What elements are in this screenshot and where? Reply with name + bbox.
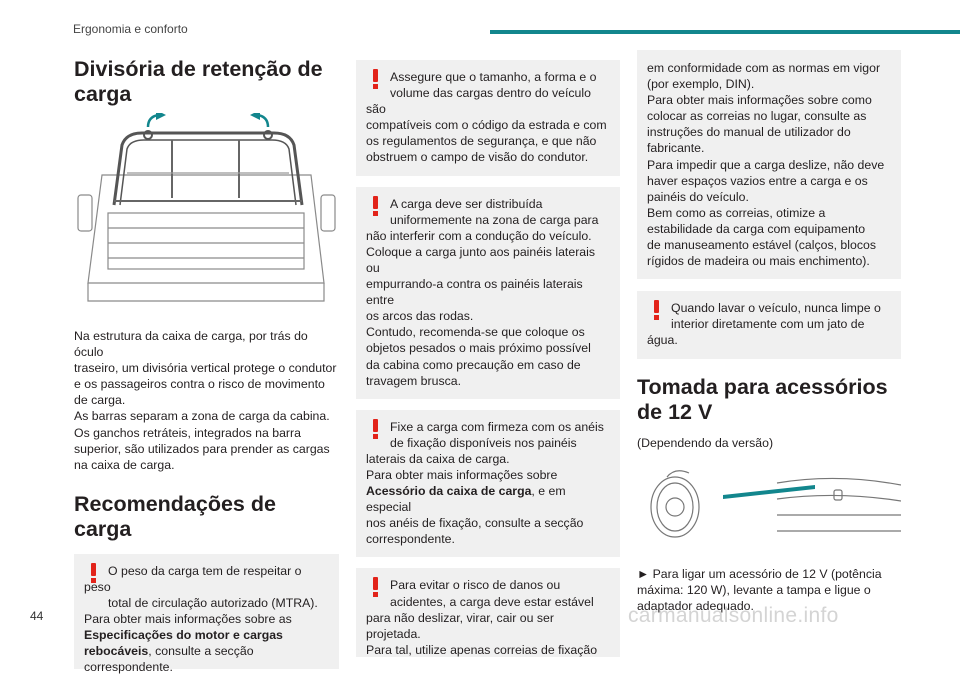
text-line: Quando lavar o veículo, nunca limpe o <box>671 301 881 316</box>
text-line: e os passageiros contra o risco de movim… <box>74 377 325 392</box>
text-line: nos anéis de fixação, consulte a secção <box>366 516 584 531</box>
text-line: traseiro, um divisória vertical protege … <box>74 361 337 376</box>
text-line: Para evitar o risco de danos ou <box>390 578 561 593</box>
warning-box: Quando lavar o veículo, nunca limpe o in… <box>637 291 901 359</box>
column-3: em conformidade com as normas em vigor (… <box>637 50 902 614</box>
partition-title: Divisória de retenção de carga <box>74 57 323 106</box>
warning-continuation-box: em conformidade com as normas em vigor (… <box>637 50 901 280</box>
text-line: painéis do veículo. <box>647 189 749 204</box>
text-line: de carga. <box>74 393 126 408</box>
column-2: Assegure que o tamanho, a forma e o volu… <box>356 50 620 658</box>
text-line: Assegure que o tamanho, a forma e o <box>390 70 597 84</box>
text-line: volume das cargas dentro do veículo são <box>366 86 591 117</box>
text-line: haver espaços vazios entre a carga e os <box>647 173 868 188</box>
warning-box: Fixe a carga com firmeza com os anéis de… <box>356 409 620 558</box>
text-line: total de circulação autorizado (MTRA). <box>108 596 318 611</box>
recommendations-title: Recomendações de carga <box>74 491 276 541</box>
text-line: os regulamentos de segurança, e que não <box>366 134 597 149</box>
text-line: obstruem o campo de visão do condutor. <box>366 150 589 165</box>
bold-ref: Especificações do motor e cargas <box>84 628 283 643</box>
text-line: As barras separam a zona de carga da cab… <box>74 409 330 424</box>
text-line: Bem como as correias, otimize a <box>647 205 826 220</box>
text-line: A carga deve ser distribuída <box>390 196 543 211</box>
text-line: da cabina como precaução em caso de <box>366 357 581 372</box>
text-tail: , e em especial <box>366 484 566 515</box>
text-line: correspondente. <box>84 660 173 675</box>
text-line: interior diretamente com um jato de <box>671 317 865 332</box>
text-line: empurrando-a contra os painéis laterais … <box>366 277 583 308</box>
warning-box: A carga deve ser distribuída uniformemen… <box>356 186 620 399</box>
warning-icon <box>373 69 379 89</box>
text-line: acidentes, a carga deve estar estável <box>390 594 594 609</box>
warning-box: O peso da carga tem de respeitar o peso … <box>74 553 339 674</box>
text-line: Na estrutura da caixa de carga, por trás… <box>74 329 308 360</box>
socket-title: Tomada para acessórios de 12 V <box>637 374 888 424</box>
text-line: Contudo, recomenda-se que coloque os <box>366 325 585 340</box>
text-line: não interferir com a condução do veículo… <box>366 228 592 243</box>
version-note: (Dependendo da versão) <box>637 435 774 450</box>
header-accent-bar <box>490 30 960 34</box>
text-line: compatíveis com o código da estrada e co… <box>366 118 607 133</box>
text-line: para não deslizar, virar, cair ou ser pr… <box>366 610 554 641</box>
text-line: Coloque a carga junto aos painéis latera… <box>366 244 596 275</box>
text-line: fabricante. <box>647 141 705 156</box>
column-1: Divisória de retenção de carga <box>74 50 339 674</box>
text-line: ► Para ligar um acessório de 12 V (potên… <box>637 566 882 581</box>
bold-ref: rebocáveis <box>84 644 149 659</box>
text-line: uniformemente na zona de carga para <box>390 212 599 227</box>
text-line: correspondente. <box>366 532 455 547</box>
text-line: colocar as correias no lugar, consulte a… <box>647 109 867 124</box>
bold-ref: Acessório da caixa de carga <box>366 484 532 499</box>
socket-instruction: ► Para ligar um acessório de 12 V (potên… <box>637 566 901 614</box>
text-line: Para tal, utilize apenas correias de fix… <box>366 642 598 657</box>
text-line: os arcos das rodas. <box>366 309 474 324</box>
text-line: na caixa de carga. <box>74 457 175 472</box>
text-line: de manuseamento estável (calços, blocos <box>647 238 876 253</box>
section-label: Ergonomia e conforto <box>73 22 188 36</box>
text-line: laterais da caixa de carga. <box>366 451 510 466</box>
warning-box: Assegure que o tamanho, a forma e o volu… <box>356 60 620 176</box>
text-line: instruções do manual de utilizador do <box>647 125 851 140</box>
warning-icon <box>373 577 379 598</box>
text-line: O peso da carga tem de respeitar o peso <box>84 563 302 594</box>
warning-icon <box>373 195 379 216</box>
text-line: Para obter mais informações sobre as <box>84 612 292 627</box>
socket-figure <box>637 462 902 543</box>
text-line: Para obter mais informações sobre <box>366 467 558 482</box>
text-line: Os ganchos retráteis, integrados na barr… <box>74 425 301 440</box>
text-line: de fixação disponíveis nos painéis <box>390 435 577 450</box>
text-line: Fixe a carga com firmeza com os anéis <box>390 419 604 434</box>
text-line: máxima: 120 W), levante a tampa e ligue … <box>637 582 871 597</box>
watermark: carmanualsonline.info <box>628 604 839 627</box>
warning-icon <box>373 418 379 439</box>
truck-bed-illustration <box>77 110 336 302</box>
text-line: objetos pesados o mais próximo possível <box>366 341 591 356</box>
warning-icon <box>91 562 97 583</box>
text-line: adaptador adequado. <box>637 598 754 613</box>
warning-box: Para evitar o risco de danos ou acidente… <box>356 568 620 658</box>
text-tail: , consulte a secção <box>148 644 254 659</box>
text-line: (por exemplo, DIN). <box>647 77 755 92</box>
warning-icon <box>654 300 660 321</box>
text-line: Para obter mais informações sobre como <box>647 93 872 108</box>
text-line: rígidos de madeira ou mais enchimento). <box>647 254 870 269</box>
partition-text-1: Na estrutura da caixa de carga, por trás… <box>74 328 339 473</box>
text-line: água. <box>647 333 678 348</box>
text-line: Para impedir que a carga deslize, não de… <box>647 157 885 172</box>
text-line: em conformidade com as normas em vigor <box>647 61 881 75</box>
page-number: 44 <box>30 609 44 623</box>
partition-figure <box>74 110 339 309</box>
text-line: estabilidade da carga com equipamento <box>647 221 866 236</box>
text-line: travagem brusca. <box>366 373 462 388</box>
socket-illustration <box>650 469 902 538</box>
text-line: superior, são utilizados para prender as… <box>74 441 330 456</box>
